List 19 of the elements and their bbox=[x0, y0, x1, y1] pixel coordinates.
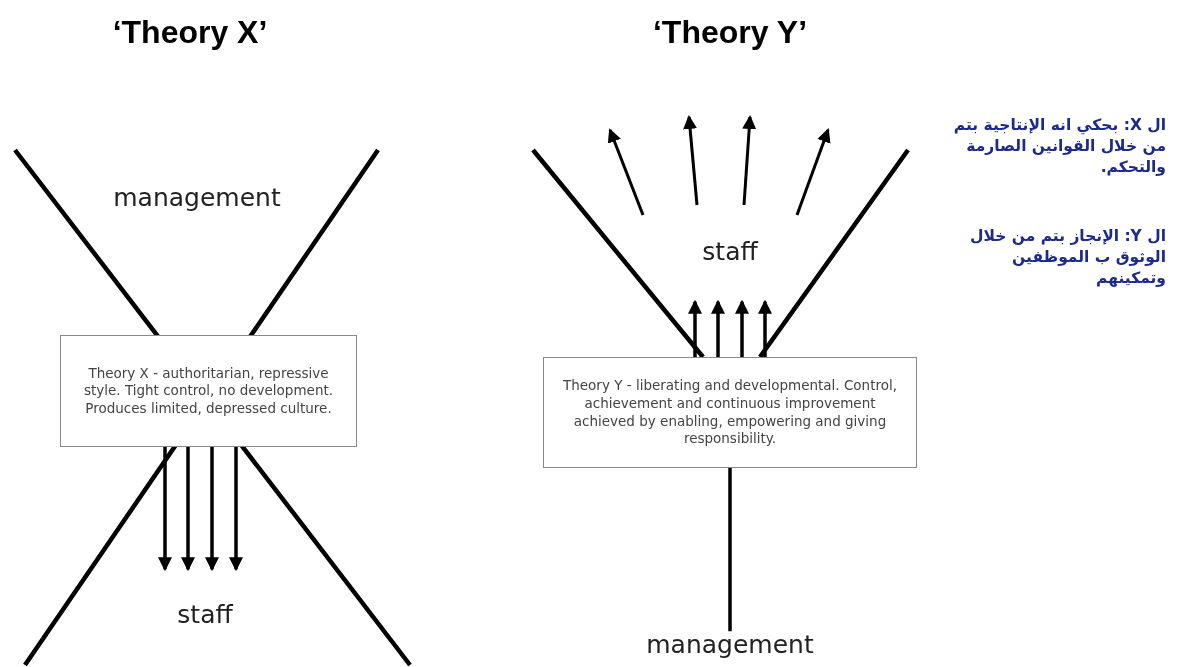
node-label: staff bbox=[702, 238, 758, 266]
arrow bbox=[229, 447, 243, 572]
node-label: management bbox=[646, 631, 814, 659]
arrow bbox=[181, 447, 195, 572]
arrow bbox=[688, 299, 702, 357]
text-box: Theory X - authoritarian, repressive style. Tight control, no development. Produces limited, depressed culture. bbox=[60, 335, 357, 447]
note-text: ال Y: الإنجاز بتم من خلال الوثوق ب الموظفين وتمكينهم bbox=[969, 226, 1166, 289]
title: ‘Theory X’ bbox=[112, 13, 268, 51]
node-label: staff bbox=[177, 601, 233, 629]
arrow bbox=[158, 447, 172, 572]
arrow bbox=[735, 299, 749, 357]
arrow bbox=[758, 299, 772, 357]
text-box: Theory Y - liberating and developmental. Control, achievement and continuous improvement achieved by enabling, empowering and giving responsibility. bbox=[543, 357, 917, 468]
title: ‘Theory Y’ bbox=[652, 13, 808, 51]
connector-line bbox=[728, 468, 732, 632]
arrow bbox=[711, 299, 725, 357]
arrow bbox=[205, 447, 219, 572]
node-label: management bbox=[113, 184, 281, 212]
note-text: ال X: بحكي انه الإنتاجية بتم من خلال القوانين الصارمة والتحكم. bbox=[952, 115, 1166, 178]
